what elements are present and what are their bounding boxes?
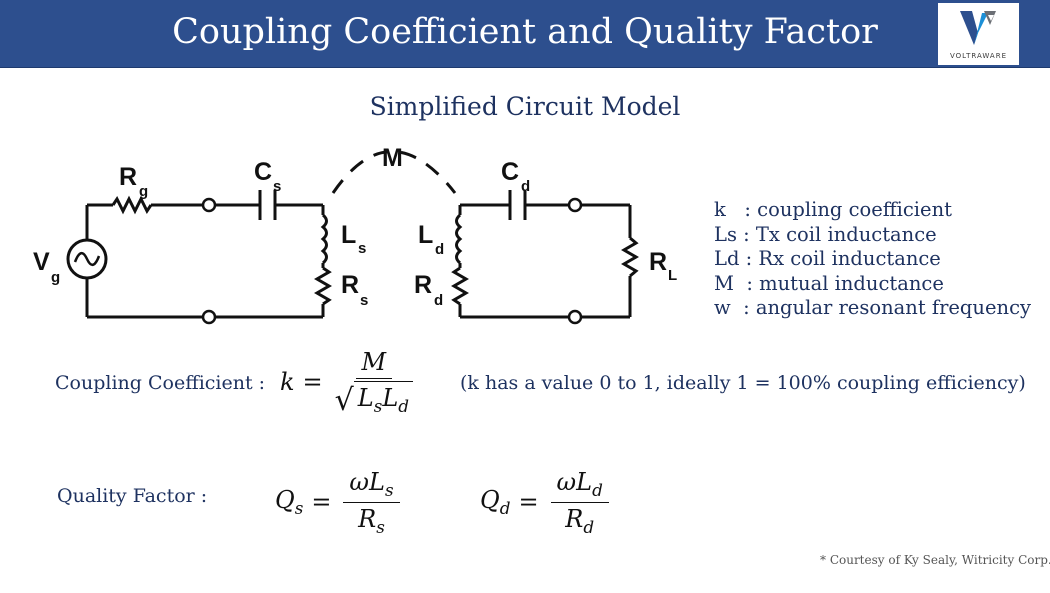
rg-label: R (119, 163, 137, 191)
circuit-subtitle: Simplified Circuit Model (369, 92, 681, 121)
rs-label: R (341, 271, 359, 299)
coupling-equation: k= M √ LsLd (280, 348, 417, 416)
page-title: Coupling Coefficient and Quality Factor (172, 12, 878, 52)
legend-item-ld: Ld : Rx coil inductance (714, 247, 941, 270)
ld-label: L (418, 221, 433, 249)
rd-subscript: d (434, 292, 443, 309)
mutual-label: M (382, 144, 403, 172)
logo-wordmark: VOLTRAWARE (950, 52, 1007, 60)
quality-label: Quality Factor : (57, 485, 208, 507)
ls-label: L (341, 221, 356, 249)
cd-subscript: d (521, 178, 530, 195)
legend-item-m: M : mutual inductance (714, 271, 944, 295)
ls-subscript: s (358, 240, 366, 257)
cs-label: C (254, 158, 272, 186)
ld-subscript: d (435, 241, 444, 258)
legend-item-ls: Ls : Tx coil inductance (714, 222, 937, 246)
circuit-diagram: R g V g C s L s R s M C d L d R d R L (33, 144, 677, 325)
vg-label: V (33, 248, 50, 276)
rl-subscript: L (668, 267, 677, 284)
coupling-note: (k has a value 0 to 1, ideally 1 = 100% … (460, 372, 1026, 394)
rs-subscript: s (360, 292, 368, 309)
rg-subscript: g (139, 183, 148, 200)
coupling-label: Coupling Coefficient : (55, 372, 266, 394)
courtesy-footnote: * Courtesy of Ky Sealy, Witricity Corp. (820, 553, 1050, 567)
cd-label: C (501, 158, 519, 186)
quality-equation-source: Qs= ωLs Rs (275, 468, 404, 537)
cs-subscript: s (273, 178, 281, 195)
voltraware-logo-icon (960, 11, 996, 45)
legend-item-w: w : angular resonant frequency (714, 296, 1032, 319)
vg-subscript: g (51, 269, 60, 286)
rd-label: R (414, 271, 432, 299)
title-bar: Coupling Coefficient and Quality Factor … (0, 0, 1050, 68)
quality-equation-device: Qd= ωLd Rd (480, 468, 613, 537)
legend-item-k: k : coupling coefficient (714, 198, 952, 221)
symbol-legend: k : coupling coefficient Ls : Tx coil in… (714, 198, 1031, 321)
voltraware-logo: VOLTRAWARE (938, 3, 1019, 65)
rl-label: R (649, 248, 667, 276)
